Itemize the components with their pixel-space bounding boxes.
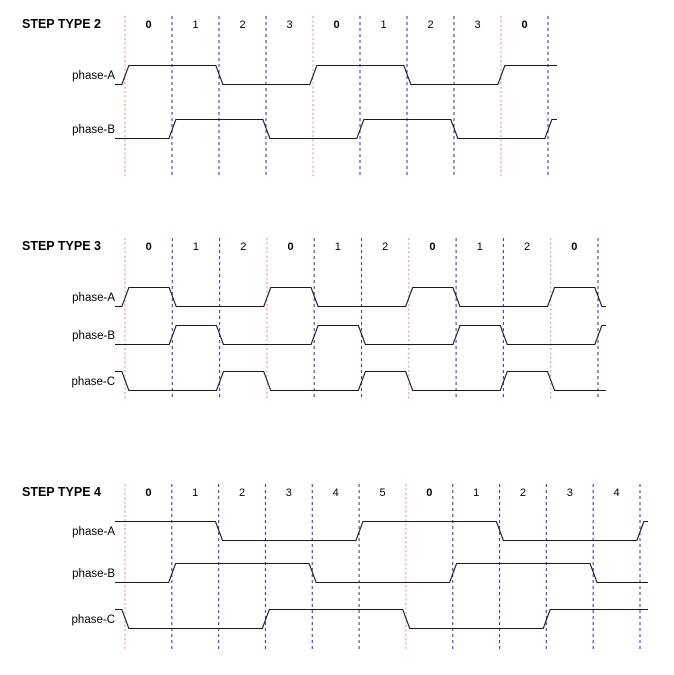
step-number-label: 0 <box>287 241 293 253</box>
step-number-row: 0 1 2 0 1 2 0 1 2 0 <box>146 241 578 253</box>
step-number-label: 5 <box>379 487 385 499</box>
step-number-label: 3 <box>474 19 480 31</box>
step-number-label: 2 <box>524 241 530 253</box>
step-number-label: 0 <box>333 19 339 31</box>
step-number-label: 0 <box>429 241 435 253</box>
step-number-label: 0 <box>145 487 151 499</box>
phase-label-phase-B: phase-B <box>72 330 115 342</box>
step-number-label: 2 <box>520 487 526 499</box>
step-number-label: 1 <box>380 19 386 31</box>
step-number-row: 0 1 2 3 4 5 0 1 2 3 4 <box>145 487 619 499</box>
step-number-label: 3 <box>567 487 573 499</box>
step-number-label: 1 <box>477 241 483 253</box>
waveform-phase-B <box>115 118 557 140</box>
diagram-title: STEP TYPE 3 <box>22 239 101 253</box>
step-number-label: 2 <box>382 241 388 253</box>
step-number-row: 0 1 2 3 0 1 2 3 0 <box>145 19 527 31</box>
diagram-step-type-4: STEP TYPE 4 0 1 2 3 4 5 0 1 2 3 4 phase-A phase-B phas… <box>0 468 674 675</box>
timing-chart-step-type-2: STEP TYPE 2 0 1 2 3 0 1 2 3 0 phase-A phase-B <box>22 16 557 176</box>
gridlines <box>124 238 599 400</box>
step-number-label: 1 <box>192 19 198 31</box>
step-number-label: 1 <box>193 241 199 253</box>
diagram-title: STEP TYPE 4 <box>22 485 101 499</box>
step-number-label: 0 <box>571 241 577 253</box>
step-number-label: 1 <box>335 241 341 253</box>
timing-chart-step-type-3: STEP TYPE 3 0 1 2 0 1 2 0 1 2 0 phase-A phase-B phase… <box>22 238 606 400</box>
step-number-label: 2 <box>239 487 245 499</box>
step-number-label: 0 <box>521 19 527 31</box>
phase-label-phase-C: phase-C <box>72 376 115 388</box>
waveform-phase-B <box>115 324 606 346</box>
phase-label-phase-A: phase-A <box>72 526 115 538</box>
waveform-phase-A <box>115 520 648 542</box>
step-number-label: 1 <box>473 487 479 499</box>
waveform-phase-C <box>115 608 648 630</box>
diagram-step-type-2: STEP TYPE 2 0 1 2 3 0 1 2 3 0 phase-A phase-B <box>0 0 674 215</box>
step-number-label: 1 <box>192 487 198 499</box>
waveform-phase-A <box>115 286 606 308</box>
phase-label-phase-B: phase-B <box>72 568 115 580</box>
step-number-label: 0 <box>426 487 432 499</box>
phase-label-phase-B: phase-B <box>72 124 115 136</box>
step-number-label: 2 <box>239 19 245 31</box>
diagram-step-type-3: STEP TYPE 3 0 1 2 0 1 2 0 1 2 0 phase-A phase-B phase… <box>0 222 674 422</box>
waveform-phase-B <box>115 562 648 584</box>
timing-chart-step-type-4: STEP TYPE 4 0 1 2 3 4 5 0 1 2 3 4 phase-A phase-B phas… <box>22 484 648 650</box>
step-number-label: 3 <box>286 487 292 499</box>
gridlines <box>124 484 641 650</box>
step-number-label: 3 <box>286 19 292 31</box>
step-number-label: 2 <box>427 19 433 31</box>
waveform-phase-C <box>115 370 606 392</box>
step-number-label: 0 <box>146 241 152 253</box>
phase-label-phase-A: phase-A <box>72 292 115 304</box>
step-number-label: 4 <box>333 487 339 499</box>
gridlines <box>124 16 549 176</box>
phase-label-phase-C: phase-C <box>72 614 115 626</box>
phase-label-phase-A: phase-A <box>72 70 115 82</box>
step-number-label: 4 <box>614 487 620 499</box>
step-number-label: 2 <box>240 241 246 253</box>
step-number-label: 0 <box>145 19 151 31</box>
waveform-phase-A <box>115 64 557 86</box>
diagram-title: STEP TYPE 2 <box>22 17 101 31</box>
